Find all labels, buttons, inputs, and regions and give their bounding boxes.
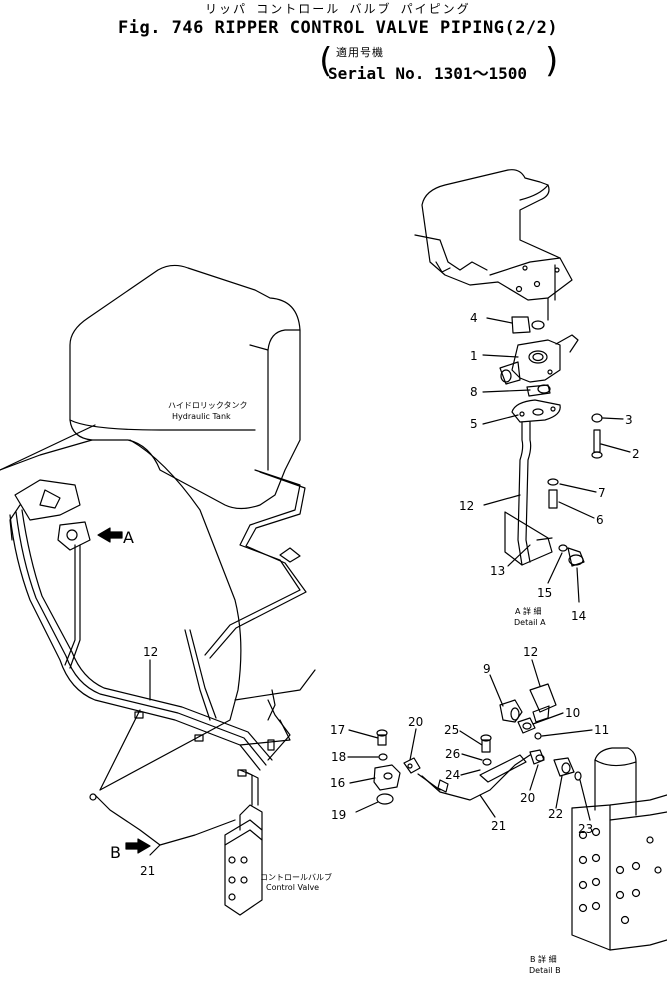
callout-b-18: 18 bbox=[331, 750, 346, 764]
detail-a-housing bbox=[414, 169, 573, 321]
callout-a-3: 3 bbox=[625, 413, 633, 427]
cable-end bbox=[89, 793, 97, 801]
callout-21: 21 bbox=[140, 864, 155, 878]
cable-21 bbox=[94, 794, 236, 846]
callout-a-8: 8 bbox=[470, 385, 478, 399]
serial-range: Serial No. 1301～1500 bbox=[328, 64, 528, 83]
callout-b-11: 11 bbox=[594, 723, 609, 737]
detail-a-leaders bbox=[482, 317, 631, 603]
leader-21 bbox=[149, 844, 161, 856]
callout-b-9: 9 bbox=[483, 662, 491, 676]
callout-a-1: 1 bbox=[470, 349, 478, 363]
callout-b-25: 25 bbox=[444, 723, 459, 737]
callout-a-15: 15 bbox=[537, 586, 552, 600]
detail-b-label: Detail B bbox=[529, 966, 561, 975]
callout-a-6: 6 bbox=[596, 513, 604, 527]
detail-b-control-valve bbox=[571, 747, 667, 951]
callout-12: 12 bbox=[143, 645, 158, 659]
callout-b-26: 26 bbox=[445, 747, 460, 761]
callout-b-24: 24 bbox=[445, 768, 460, 782]
callout-b-23: 23 bbox=[578, 822, 593, 836]
callout-a-7: 7 bbox=[598, 486, 606, 500]
callout-b-12: 12 bbox=[523, 645, 538, 659]
japanese-title: リッパ コントロール バルブ パイピング bbox=[205, 2, 471, 16]
detail-b-leaders bbox=[347, 659, 593, 821]
hydraulic-tank-label: Hydraulic Tank bbox=[172, 412, 231, 421]
arrow-b bbox=[125, 838, 151, 854]
detail-a-label-jp: A 詳 細 bbox=[515, 606, 542, 616]
callout-a-14: 14 bbox=[571, 609, 586, 623]
left-control-bracket bbox=[9, 479, 91, 551]
callout-a-4: 4 bbox=[470, 311, 478, 325]
control-valve-label-jp: コントロールバルブ bbox=[260, 872, 332, 882]
control-valve-label: Control Valve bbox=[266, 883, 319, 892]
callout-b-16: 16 bbox=[330, 776, 345, 790]
callout-b-17: 17 bbox=[330, 723, 345, 737]
figure-title: Fig. 746 RIPPER CONTROL VALVE PIPING(2/2… bbox=[118, 18, 559, 38]
main-control-valve bbox=[224, 769, 263, 916]
detail-a-parts bbox=[499, 316, 603, 567]
hydraulic-tank bbox=[0, 264, 301, 510]
callout-a-13: 13 bbox=[490, 564, 505, 578]
close-paren: ) bbox=[542, 41, 563, 81]
callout-b-20b: 20 bbox=[520, 791, 535, 805]
applicable-models-label: 適用号機 bbox=[336, 46, 384, 59]
callout-b-22: 22 bbox=[548, 807, 563, 821]
detail-b-parts bbox=[373, 683, 582, 805]
callout-a-5: 5 bbox=[470, 417, 478, 431]
callout-b-20a: 20 bbox=[408, 715, 423, 729]
detail-b-label-jp: B 詳 細 bbox=[530, 954, 557, 964]
detail-a-label: Detail A bbox=[514, 618, 546, 627]
callout-a-2: 2 bbox=[632, 447, 640, 461]
callout-b-10: 10 bbox=[565, 706, 580, 720]
frame-edge bbox=[0, 439, 93, 471]
pipe-clamps bbox=[134, 711, 275, 777]
frame-edge-lower bbox=[99, 439, 242, 791]
arrow-a bbox=[97, 527, 123, 543]
callout-b-19: 19 bbox=[331, 808, 346, 822]
callout-a-12: 12 bbox=[459, 499, 474, 513]
hydraulic-tank-label-jp: ハイドロリックタンク bbox=[168, 401, 248, 410]
pipe-bundle bbox=[9, 469, 316, 771]
frame-edge-leg bbox=[99, 709, 141, 791]
callout-b-21: 21 bbox=[491, 819, 506, 833]
open-paren: ( bbox=[315, 41, 336, 81]
arrow-a-label: A bbox=[123, 528, 134, 547]
arrow-b-label: B bbox=[110, 843, 121, 862]
